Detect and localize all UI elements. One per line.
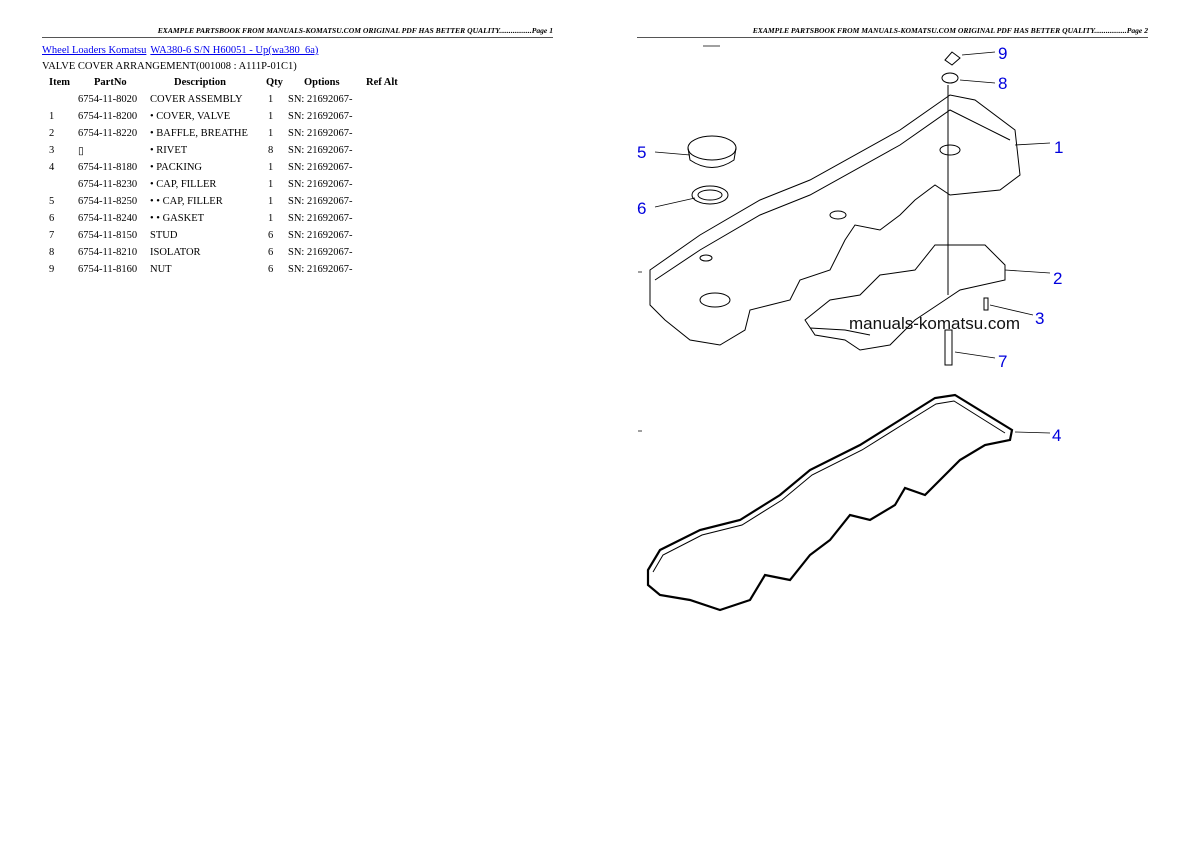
partno-cell: 6754-11-8230 (78, 179, 138, 190)
leader-lines (638, 45, 1051, 434)
partno-cell: 6754-11-8180 (78, 162, 138, 173)
item-cell: 2 (49, 128, 55, 139)
filler-cap-drawing (687, 135, 737, 205)
item-cell: 9 (49, 264, 55, 275)
description-cell: • • CAP, FILLER (150, 196, 223, 207)
options-cell: SN: 21692067- (288, 145, 353, 156)
column-header: Item (49, 77, 70, 88)
partno-cell: 6754-11-8020 (78, 94, 138, 105)
item-cell: 8 (49, 247, 55, 258)
partno-cell: ▯ (78, 146, 84, 157)
partno-cell: 6754-11-8200 (78, 111, 138, 122)
description-cell: ISOLATOR (150, 247, 201, 258)
qty-cell: 1 (268, 128, 274, 139)
qty-cell: 1 (268, 162, 274, 173)
item-cell: 5 (49, 196, 55, 207)
description-cell: • RIVET (150, 145, 188, 156)
options-cell: SN: 21692067- (288, 196, 353, 207)
callout-7: 7 (998, 352, 1008, 371)
column-header: PartNo (94, 77, 127, 88)
gasket-drawing (646, 393, 1014, 612)
page2-header: EXAMPLE PARTSBOOK FROM MANUALS-KOMATSU.C… (637, 26, 1148, 38)
item-cell: 7 (49, 230, 55, 241)
column-header: Qty (266, 77, 283, 88)
description-cell: • COVER, VALVE (150, 111, 231, 122)
qty-cell: 1 (268, 179, 274, 190)
column-header: Options (304, 77, 340, 88)
description-cell: • CAP, FILLER (150, 179, 217, 190)
description-cell: NUT (150, 264, 172, 275)
description-cell: • BAFFLE, BREATHE (150, 128, 248, 139)
description-cell: COVER ASSEMBLY (150, 94, 243, 105)
valve-cover-drawing (649, 94, 1021, 346)
qty-cell: 1 (268, 196, 274, 207)
options-cell: SN: 21692067- (288, 94, 353, 105)
qty-cell: 6 (268, 264, 274, 275)
column-header: Ref Alt (366, 77, 398, 88)
watermark: manuals-komatsu.com (849, 314, 1021, 333)
description-cell: STUD (150, 230, 178, 241)
partno-cell: 6754-11-8240 (78, 213, 138, 224)
breadcrumb-link-model[interactable]: WA380-6 S/N H60051 - Up(wa380_6a) (150, 45, 319, 56)
partno-cell: 6754-11-8150 (78, 230, 138, 241)
callout-2: 2 (1053, 269, 1063, 288)
description-cell: • PACKING (150, 162, 203, 173)
section-title: VALVE COVER ARRANGEMENT(001008 : A111P-0… (42, 61, 297, 72)
options-cell: SN: 21692067- (288, 213, 353, 224)
options-cell: SN: 21692067- (288, 247, 353, 258)
page1-header: EXAMPLE PARTSBOOK FROM MANUALS-KOMATSU.C… (42, 26, 553, 38)
options-cell: SN: 21692067- (288, 111, 353, 122)
baffle-drawing (804, 244, 1006, 351)
callout-5: 5 (637, 143, 647, 162)
callout-4: 4 (1052, 426, 1062, 445)
callout-3: 3 (1035, 309, 1045, 328)
options-cell: SN: 21692067- (288, 230, 353, 241)
column-header: Description (174, 77, 226, 88)
options-cell: SN: 21692067- (288, 264, 353, 275)
callout-6: 6 (637, 199, 647, 218)
options-cell: SN: 21692067- (288, 162, 353, 173)
item-cell: 3 (49, 145, 55, 156)
partno-cell: 6754-11-8210 (78, 247, 138, 258)
breadcrumb-link-wheel-loaders[interactable]: Wheel Loaders Komatsu (42, 45, 147, 56)
qty-cell: 1 (268, 213, 274, 224)
description-cell: • • GASKET (150, 213, 205, 224)
qty-cell: 1 (268, 94, 274, 105)
qty-cell: 6 (268, 230, 274, 241)
callout-8: 8 (998, 74, 1008, 93)
partno-cell: 6754-11-8160 (78, 264, 138, 275)
qty-cell: 6 (268, 247, 274, 258)
callout-9: 9 (998, 44, 1008, 63)
qty-cell: 8 (268, 145, 274, 156)
stud-nut-drawing (941, 51, 989, 366)
qty-cell: 1 (268, 111, 274, 122)
callout-1: 1 (1054, 138, 1064, 157)
partno-cell: 6754-11-8250 (78, 196, 138, 207)
item-cell: 1 (49, 111, 55, 122)
options-cell: SN: 21692067- (288, 179, 353, 190)
item-cell: 6 (49, 213, 55, 224)
options-cell: SN: 21692067- (288, 128, 353, 139)
partno-cell: 6754-11-8220 (78, 128, 138, 139)
item-cell: 4 (49, 162, 55, 173)
